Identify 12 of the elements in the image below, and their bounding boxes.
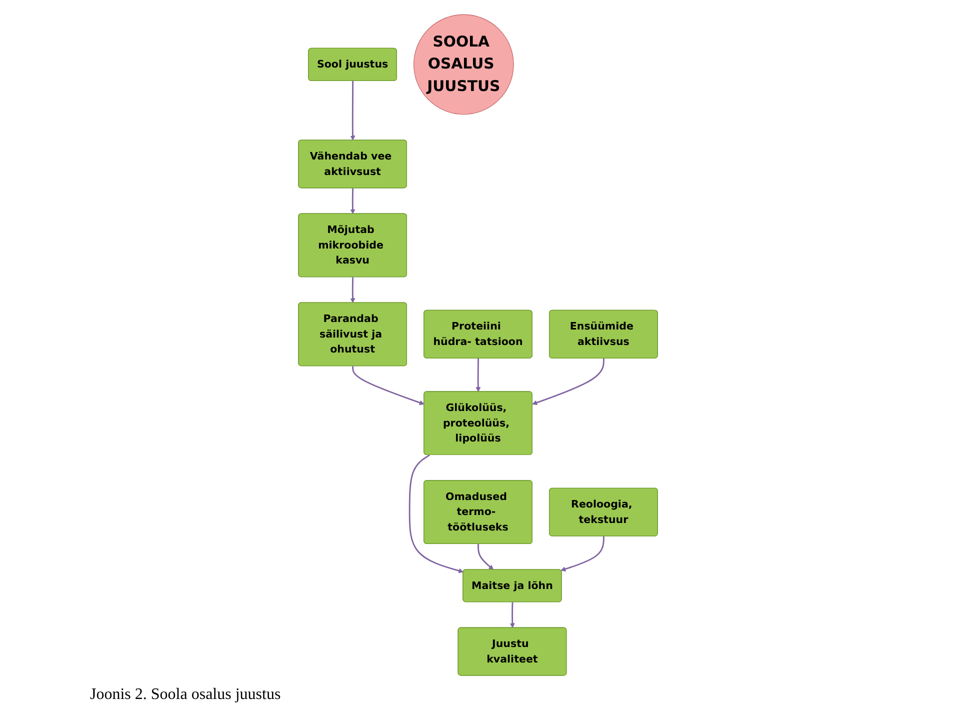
arrow [477,544,494,570]
arrow [532,358,604,406]
arrow [350,80,355,141]
figure-caption: Joonis 2. Soola osalus juustus [89,685,282,705]
arrow [408,454,464,574]
arrow [560,536,604,572]
arrow [475,358,480,392]
node-circle: SOOLA OSALUS JUUSTUS [413,14,514,115]
arrow [509,602,514,628]
arrow [350,277,355,304]
arrow [352,366,424,406]
arrow [350,188,355,214]
